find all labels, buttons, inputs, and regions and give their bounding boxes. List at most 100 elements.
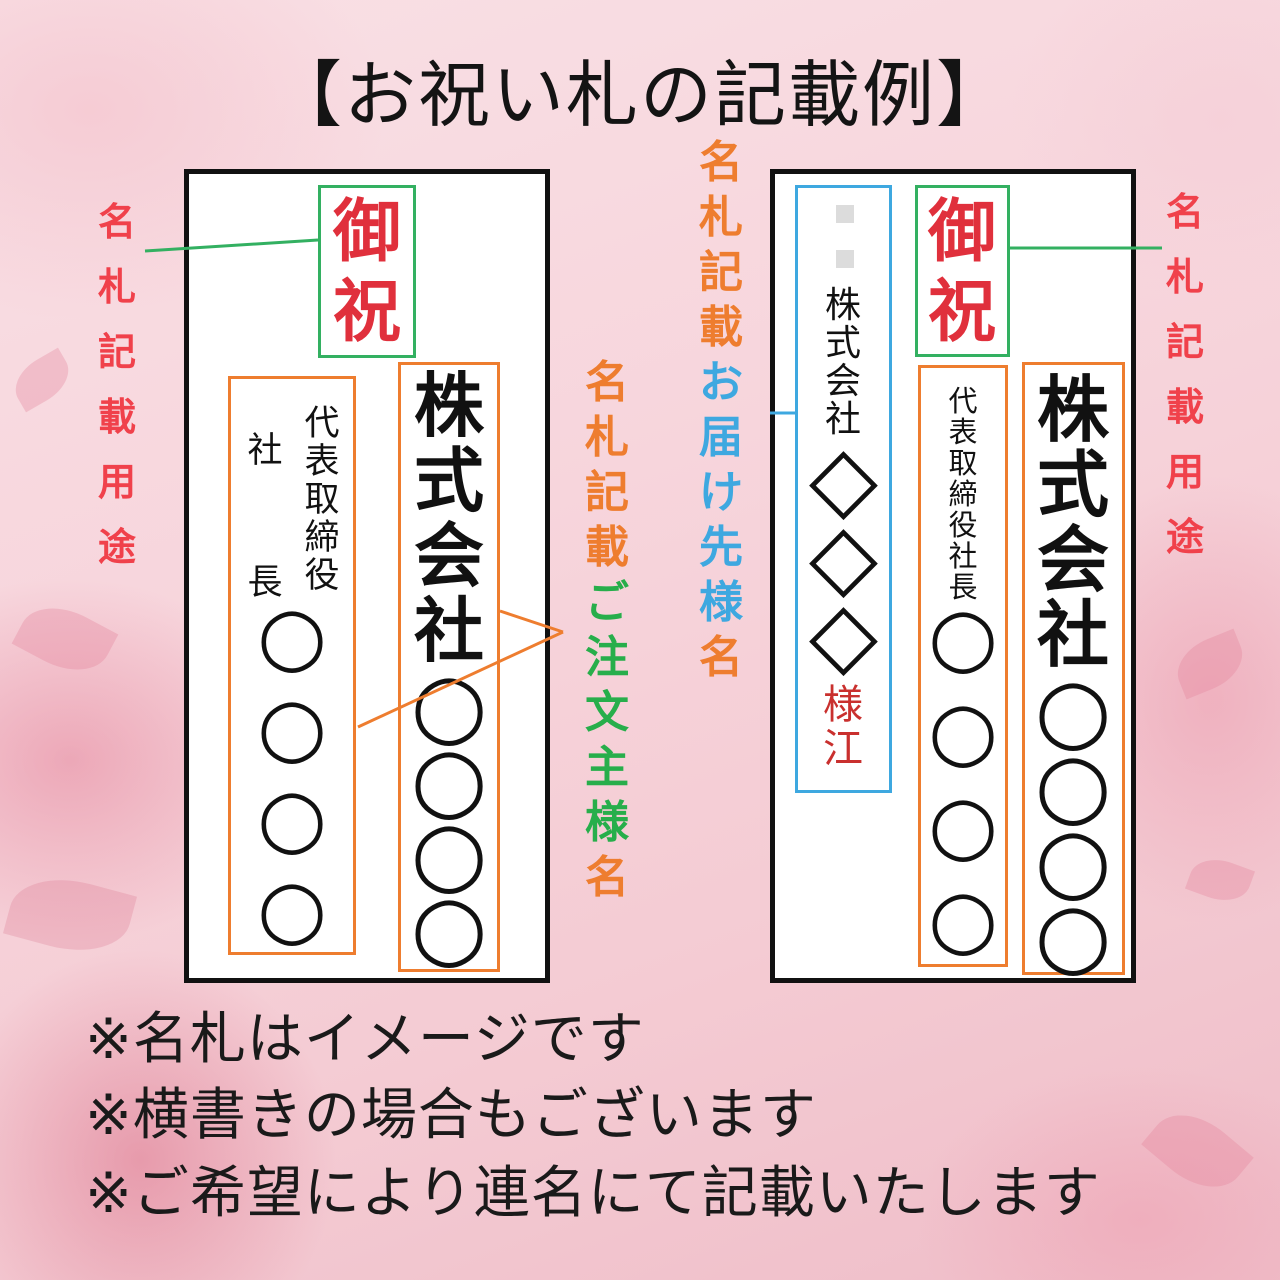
vertical-glyph: ○ bbox=[1034, 733, 1112, 836]
vertical-glyph: 名 bbox=[699, 632, 743, 683]
orderer-annotation-main: ご注文主様 bbox=[579, 575, 635, 850]
vertical-glyph: ○ bbox=[928, 590, 998, 683]
vertical-glyph: 記 bbox=[1165, 320, 1204, 364]
placeholder-square bbox=[836, 205, 854, 223]
sakura-petal bbox=[1141, 1096, 1254, 1206]
vertical-glyph: 札 bbox=[1165, 255, 1204, 299]
occasion-text: 御祝 bbox=[922, 192, 1002, 352]
note-line: ※横書きの場合もございます bbox=[85, 1083, 817, 1148]
vertical-glyph: 式 bbox=[1036, 442, 1109, 527]
vertical-glyph: 締 bbox=[948, 477, 978, 511]
representative-box: 代表取締役社長 ○○○○ bbox=[918, 365, 1008, 967]
vertical-glyph: 途 bbox=[1165, 515, 1204, 559]
person-name-placeholder: ○○○○ bbox=[921, 590, 1005, 966]
purpose-label-left: 名札記載用途 bbox=[92, 190, 142, 580]
vertical-glyph: 表 bbox=[304, 442, 340, 482]
vertical-glyph: 代 bbox=[948, 384, 978, 418]
vertical-glyph: 載 bbox=[1165, 385, 1204, 429]
vertical-glyph: 会 bbox=[1036, 517, 1109, 602]
vertical-glyph: 用 bbox=[1165, 450, 1204, 494]
occasion-box: 御祝 bbox=[318, 185, 416, 358]
vertical-glyph: 様 bbox=[699, 577, 743, 628]
company-type-text: 株式会社 bbox=[1029, 372, 1117, 672]
vertical-glyph: 名 bbox=[699, 137, 743, 188]
orderer-annotation: 名札記載 ご注文主様 名 bbox=[579, 355, 635, 905]
orderer-annotation-prefix: 名札記載 bbox=[579, 355, 635, 575]
vertical-glyph: ○ bbox=[257, 862, 327, 955]
vertical-glyph: 載 bbox=[585, 522, 629, 573]
company-name-column: 株式会社 ○○○○ bbox=[407, 368, 491, 971]
vertical-glyph: 役 bbox=[304, 556, 340, 596]
sakura-petal bbox=[11, 592, 119, 686]
vertical-glyph: 届 bbox=[699, 412, 743, 463]
vertical-glyph: 載 bbox=[699, 302, 743, 353]
vertical-glyph: 表 bbox=[948, 415, 978, 449]
vertical-glyph: 文 bbox=[585, 687, 629, 738]
vertical-glyph: 御 bbox=[927, 192, 996, 272]
vertical-glyph: 社 bbox=[824, 399, 861, 440]
position-text: 代表取締役 bbox=[302, 405, 342, 595]
sakura-petal bbox=[2, 865, 138, 965]
person-name-placeholder: ○○○○ bbox=[252, 590, 332, 954]
vertical-glyph: お bbox=[699, 357, 743, 408]
vertical-glyph: 先 bbox=[699, 522, 743, 573]
vertical-glyph: 株 bbox=[824, 285, 861, 326]
vertical-glyph: 用 bbox=[97, 460, 136, 504]
vertical-glyph: ○ bbox=[257, 771, 327, 864]
vertical-glyph: 名 bbox=[585, 357, 629, 408]
recipient-annotation: 名札記載 お届け先様 名 bbox=[693, 135, 749, 685]
vertical-glyph: ○ bbox=[928, 872, 998, 965]
vertical-glyph: 締 bbox=[304, 518, 340, 558]
vertical-glyph: ○ bbox=[928, 684, 998, 777]
placeholder-square bbox=[836, 250, 854, 268]
vertical-glyph: 長 bbox=[247, 563, 283, 603]
vertical-glyph: 長 bbox=[948, 570, 978, 604]
vertical-glyph: 社 bbox=[247, 431, 283, 471]
sakura-petal bbox=[1168, 628, 1252, 700]
recipient-honorific-text: 様江 bbox=[821, 683, 865, 771]
vertical-glyph: 主 bbox=[585, 742, 629, 793]
company-name-column: 株式会社 ○○○○ bbox=[1029, 372, 1117, 979]
vertical-glyph: 社 bbox=[948, 539, 978, 573]
vertical-glyph: 式 bbox=[414, 439, 484, 522]
vertical-glyph: 取 bbox=[304, 480, 340, 520]
vertical-glyph: ○ bbox=[410, 727, 488, 830]
vertical-glyph: 役 bbox=[948, 508, 978, 542]
vertical-glyph: ○ bbox=[410, 801, 488, 904]
vertical-glyph: 札 bbox=[699, 192, 743, 243]
vertical-glyph: 記 bbox=[699, 247, 743, 298]
recipient-annotation-prefix: 名札記載 bbox=[693, 135, 749, 355]
recipient-annotation-main: お届け先様 bbox=[693, 355, 749, 630]
vertical-glyph: ◇ bbox=[808, 504, 879, 609]
vertical-glyph: 載 bbox=[97, 395, 136, 439]
vertical-glyph: 札 bbox=[585, 412, 629, 463]
vertical-glyph bbox=[245, 484, 285, 550]
orderer-annotation-suffix: 名 bbox=[579, 850, 635, 905]
vertical-glyph: 社 bbox=[1036, 592, 1109, 677]
vertical-glyph: 名 bbox=[97, 200, 136, 244]
recipient-company-text: 株式会社 bbox=[821, 287, 865, 439]
name-tag-example-orderer: 御祝 代表取締役 社 長 ○○○○ 株式会社 ○○○○ bbox=[184, 169, 550, 983]
vertical-glyph: ご bbox=[585, 577, 629, 628]
note-line: ※名札はイメージです bbox=[85, 1007, 645, 1072]
vertical-glyph: 様 bbox=[585, 797, 629, 848]
vertical-glyph: 式 bbox=[824, 323, 861, 364]
vertical-glyph: 途 bbox=[97, 525, 136, 569]
vertical-glyph: ○ bbox=[928, 778, 998, 871]
job-title-text: 社 長 bbox=[245, 418, 285, 616]
vertical-glyph: 注 bbox=[585, 632, 629, 683]
vertical-glyph: 会 bbox=[824, 361, 861, 402]
vertical-glyph: 祝 bbox=[927, 272, 996, 352]
company-name-placeholder: ○○○○ bbox=[407, 661, 491, 971]
occasion-box: 御祝 bbox=[915, 185, 1010, 357]
representative-box: 代表取締役 社 長 ○○○○ bbox=[228, 376, 356, 955]
vertical-glyph: 名 bbox=[585, 852, 629, 903]
vertical-glyph: ○ bbox=[257, 680, 327, 773]
vertical-glyph: 江 bbox=[823, 726, 863, 772]
note-line: ※ご希望により連名にて記載いたします bbox=[85, 1161, 1101, 1226]
vertical-glyph: 取 bbox=[948, 446, 978, 480]
vertical-glyph: ○ bbox=[257, 589, 327, 682]
company-box: 株式会社 ○○○○ bbox=[398, 362, 500, 972]
sakura-petal bbox=[6, 347, 78, 413]
